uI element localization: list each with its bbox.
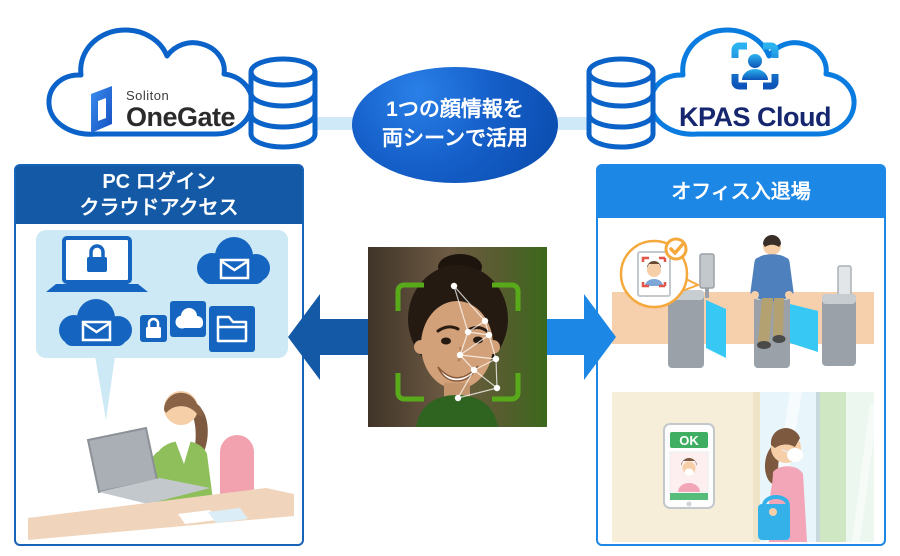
portrait bbox=[408, 254, 508, 427]
walking-man bbox=[750, 235, 794, 349]
office-entry-panel: オフィス入退場 bbox=[596, 164, 886, 546]
left-panel-title-line1: PC ログイン bbox=[102, 170, 216, 193]
soliton-onegate-logo: Soliton OneGate bbox=[88, 86, 236, 134]
id-check-badge-icon bbox=[619, 237, 701, 309]
security-gate-illustration bbox=[612, 235, 874, 368]
kpas-cloud-label: KPAS Cloud bbox=[679, 102, 832, 132]
gate-flaps bbox=[706, 300, 818, 358]
office-entry-panel-header: オフィス入退場 bbox=[598, 166, 884, 218]
mail-cloud-icon bbox=[59, 299, 132, 346]
mail-cloud-icon bbox=[197, 237, 270, 284]
benefit-ellipse: 1つの顔情報を 両シーンで活用 bbox=[352, 67, 558, 183]
right-panel-title: オフィス入退場 bbox=[671, 180, 811, 203]
arrow-left-icon bbox=[288, 294, 372, 380]
brand-soliton: Soliton bbox=[126, 88, 170, 103]
left-panel-title-line2: クラウドアクセス bbox=[79, 197, 239, 219]
database-icon bbox=[586, 56, 656, 150]
face-photo bbox=[368, 247, 547, 427]
benefit-line2: 両シーンで活用 bbox=[382, 127, 528, 150]
woman-at-desk-illustration bbox=[28, 391, 294, 540]
database-icon bbox=[248, 56, 318, 150]
benefit-line1: 1つの顔情報を bbox=[386, 98, 524, 122]
folder-tile-icon bbox=[209, 306, 255, 352]
door-entry-illustration: OK bbox=[612, 392, 874, 542]
desk bbox=[28, 488, 294, 540]
face-bracket-icon bbox=[395, 282, 521, 402]
pc-login-panel-header: PC ログイン クラウドアクセス bbox=[16, 166, 302, 224]
laptop bbox=[86, 426, 210, 504]
onegate-prism-icon bbox=[91, 86, 112, 133]
chair bbox=[220, 435, 254, 508]
checkmark-icon bbox=[664, 237, 688, 261]
cloud-tile-icon bbox=[170, 301, 206, 337]
ok-status-text: OK bbox=[679, 433, 699, 448]
laptop-lock-icon bbox=[46, 236, 148, 292]
lock-tile-icon bbox=[140, 315, 167, 342]
arrow-right-icon bbox=[532, 294, 616, 380]
tablet-ok-screen: OK bbox=[663, 423, 715, 509]
entering-woman bbox=[758, 428, 807, 542]
pc-login-panel: PC ログイン クラウドアクセス bbox=[14, 164, 304, 546]
face-mesh-overlay bbox=[450, 282, 501, 402]
cloud-services-bubble bbox=[36, 230, 288, 358]
face-scan-icon bbox=[731, 42, 779, 90]
cloud-services-icons bbox=[46, 236, 270, 352]
brand-onegate: OneGate bbox=[126, 101, 236, 132]
